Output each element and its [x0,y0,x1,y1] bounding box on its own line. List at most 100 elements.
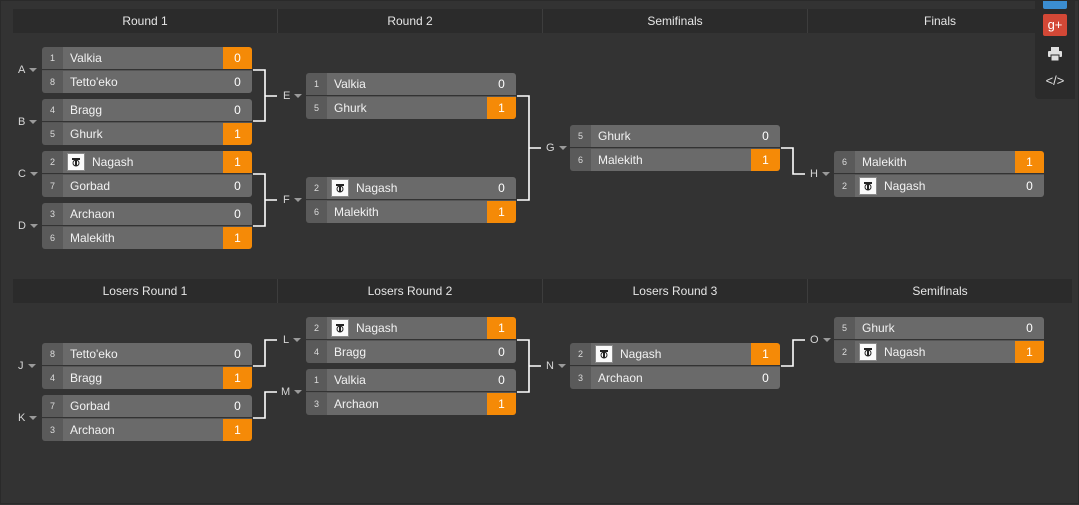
match-label-a[interactable]: A [18,64,38,76]
player-name-cell[interactable]: Nagash [591,343,751,365]
player-score[interactable]: 1 [487,201,516,223]
match-label-h[interactable]: H [810,168,830,180]
player-name-cell[interactable]: Nagash [327,317,487,339]
player-score[interactable]: 0 [223,71,252,93]
player-score[interactable]: 1 [223,367,252,389]
player-score[interactable]: 1 [487,97,516,119]
match-label-l[interactable]: L [283,334,302,346]
player-score[interactable]: 0 [1015,175,1044,197]
player-score[interactable]: 1 [223,419,252,441]
player-name-cell[interactable]: Nagash [63,151,223,173]
player-score[interactable]: 1 [487,393,516,415]
player-name-cell[interactable]: Bragg [327,341,487,363]
player-score[interactable]: 0 [487,369,516,391]
print-icon[interactable] [1043,44,1067,64]
player-score[interactable]: 1 [751,149,780,171]
player-name-cell[interactable]: Valkia [327,369,487,391]
player-score[interactable]: 1 [223,123,252,145]
player-score[interactable]: 0 [223,343,252,365]
player-name-cell[interactable]: Ghurk [327,97,487,119]
embed-code-icon[interactable]: </> [1045,73,1065,88]
player-name-cell[interactable]: Ghurk [591,125,751,147]
player-name-cell[interactable]: Malekith [63,227,223,249]
match-label-m[interactable]: M [281,386,303,398]
player-score[interactable]: 0 [1015,317,1044,339]
match-label-k[interactable]: K [18,412,38,424]
match-label-j[interactable]: J [18,360,36,372]
player-name-cell[interactable]: Archaon [591,367,751,389]
player-score[interactable]: 1 [223,151,252,173]
player-score[interactable]: 1 [487,317,516,339]
player-name-cell[interactable]: Malekith [327,201,487,223]
player-score[interactable]: 1 [751,343,780,365]
player-name-cell[interactable]: Malekith [591,149,751,171]
player-name-cell[interactable]: Valkia [63,47,223,69]
match-label-g[interactable]: G [546,142,567,154]
player-name-cell[interactable]: Malekith [855,151,1015,173]
player-score[interactable]: 0 [487,177,516,199]
match-label-n[interactable]: N [546,360,566,372]
match-label-e[interactable]: E [283,90,303,102]
player-score[interactable]: 1 [1015,151,1044,173]
match-label-b[interactable]: B [18,116,38,128]
match-label-f[interactable]: F [283,194,302,206]
match-label-o[interactable]: O [810,334,831,346]
match-label-d[interactable]: D [18,220,38,232]
player-name-cell[interactable]: Ghurk [855,317,1015,339]
player-name-cell[interactable]: Valkia [327,73,487,95]
player-score[interactable]: 1 [223,227,252,249]
player-name-cell[interactable]: Bragg [63,367,223,389]
player-name-cell[interactable]: Bragg [63,99,223,121]
player-name-cell[interactable]: Tetto'eko [63,343,223,365]
player-name-cell[interactable]: Archaon [327,393,487,415]
player-score[interactable]: 0 [223,175,252,197]
player-score[interactable]: 0 [223,203,252,225]
player-name-cell[interactable]: Gorbad [63,395,223,417]
player-score[interactable]: 0 [223,47,252,69]
player-score[interactable]: 1 [1015,341,1044,363]
player-name-cell[interactable]: Nagash [327,177,487,199]
player-name-cell[interactable]: Ghurk [63,123,223,145]
player-name-cell[interactable]: Nagash [855,341,1015,363]
player-score[interactable]: 0 [751,367,780,389]
google-plus-button[interactable]: g+ [1043,14,1067,36]
player-score[interactable]: 0 [487,73,516,95]
player-score[interactable]: 0 [223,99,252,121]
player-name-cell[interactable]: Nagash [855,175,1015,197]
player-name-cell[interactable]: Tetto'eko [63,71,223,93]
player-name-cell[interactable]: Archaon [63,203,223,225]
twitter-icon[interactable] [1043,1,1067,9]
player-score[interactable]: 0 [223,395,252,417]
player-name-cell[interactable]: Gorbad [63,175,223,197]
player-score[interactable]: 0 [487,341,516,363]
player-name-cell[interactable]: Archaon [63,419,223,441]
player-score[interactable]: 0 [751,125,780,147]
match-label-c[interactable]: C [18,168,38,180]
